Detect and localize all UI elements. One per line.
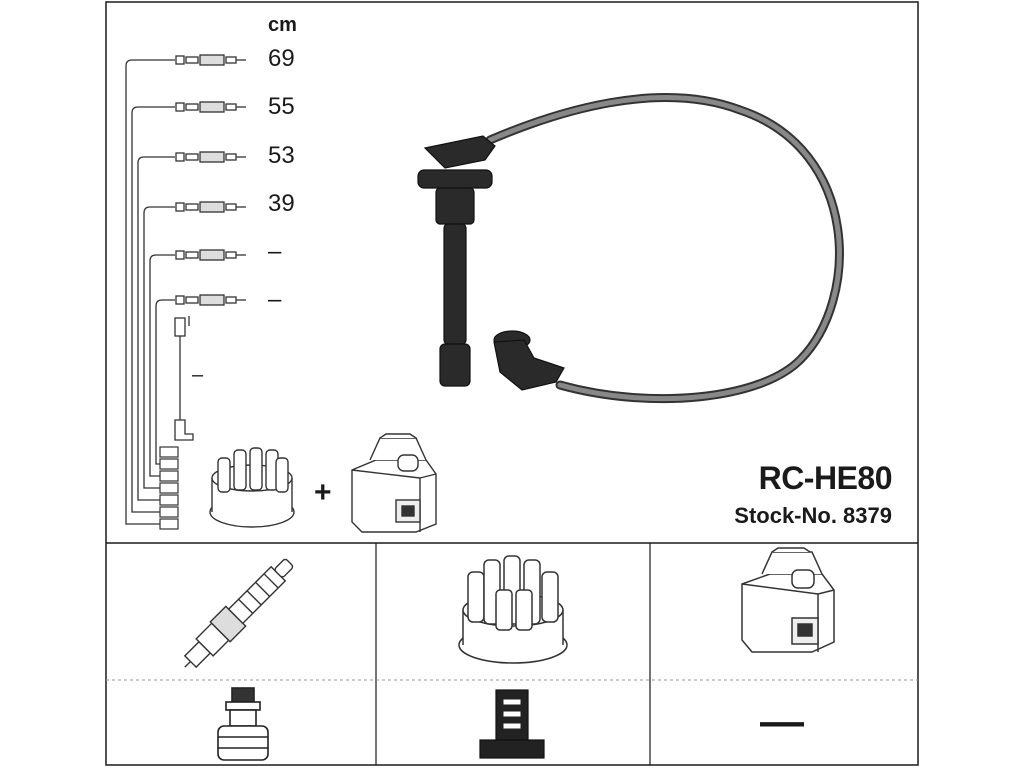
lead-length: – [268,286,282,313]
coil-lead [174,316,194,441]
lead-wire [131,106,175,513]
lead-length: 69 [268,45,295,72]
lead-length: 55 [268,93,295,120]
stock-number: Stock-No. 8379 [734,503,892,528]
lead-length: – [268,238,282,265]
lead-connector [175,249,246,261]
lead-connector [175,294,246,306]
lead-connector [175,101,246,113]
lead-connector [175,54,246,66]
bottom-connector [159,458,179,470]
bottom-connector [159,482,179,494]
coil-lead-length: – [192,364,204,386]
model-number: RC-HE80 [758,460,893,496]
bottom-connector [159,518,179,530]
lead-wire [137,156,175,501]
lead-wire [155,299,175,465]
not-applicable-mark: — [760,697,804,746]
lead-wire [149,254,175,477]
lead-connector [175,151,246,163]
lead-wire [125,59,175,525]
bottom-connector [159,494,179,506]
bottom-connector [159,506,179,518]
lead-length: 53 [268,142,295,169]
lead-length: 39 [268,190,295,217]
lead-connector [175,201,246,213]
unit-label: cm [268,14,297,36]
bottom-connector [159,470,179,482]
lead-wire [143,206,175,489]
bottom-connector [159,446,179,458]
plus-sign: + [314,476,332,509]
